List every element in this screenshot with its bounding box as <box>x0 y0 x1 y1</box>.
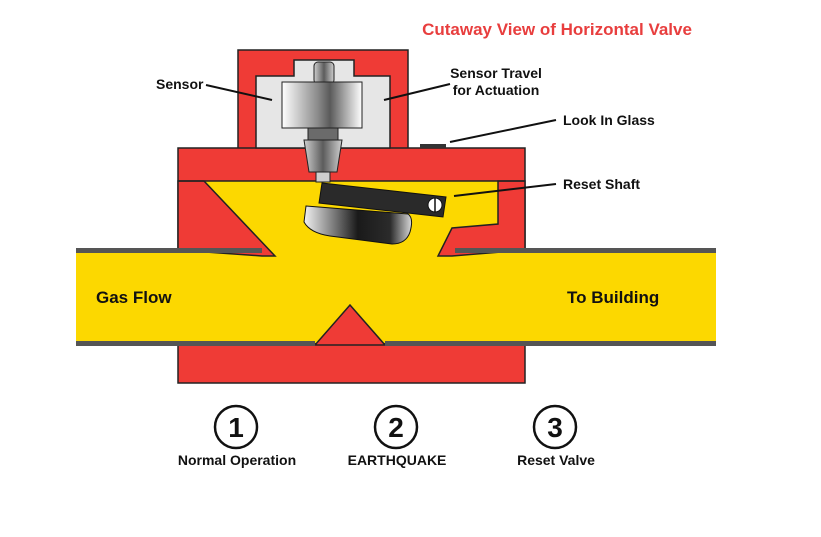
label-sensor-travel-1: Sensor Travel <box>450 65 542 81</box>
look-in-glass <box>420 144 446 148</box>
label-sensor-travel-2: for Actuation <box>453 82 540 98</box>
step-3: 3 Reset Valve <box>517 404 595 468</box>
valve-lower-body <box>177 342 526 384</box>
diagram-title: Cutaway View of Horizontal Valve <box>422 20 692 39</box>
label-reset-shaft: Reset Shaft <box>563 176 640 192</box>
sensor <box>281 61 363 183</box>
step-1-number: 1 <box>228 412 244 443</box>
step-2-circle <box>373 404 419 450</box>
label-gas-flow: Gas Flow <box>96 288 172 307</box>
step-1-circle <box>213 404 259 450</box>
label-look-in-glass: Look In Glass <box>563 112 655 128</box>
step-1: 1 Normal Operation <box>178 404 296 468</box>
pipe-walls <box>76 248 716 346</box>
reset-shaft <box>318 182 447 218</box>
step-2-number: 2 <box>388 412 404 443</box>
valve-flap <box>303 205 413 245</box>
leader-lines <box>205 83 557 197</box>
label-to-building: To Building <box>567 288 659 307</box>
step-1-label: Normal Operation <box>178 452 296 468</box>
step-3-label: Reset Valve <box>517 452 595 468</box>
step-3-number: 3 <box>547 412 563 443</box>
step-3-circle <box>532 404 578 450</box>
step-2: 2 EARTHQUAKE <box>348 404 447 468</box>
step-2-label: EARTHQUAKE <box>348 452 447 468</box>
label-sensor: Sensor <box>156 76 204 92</box>
